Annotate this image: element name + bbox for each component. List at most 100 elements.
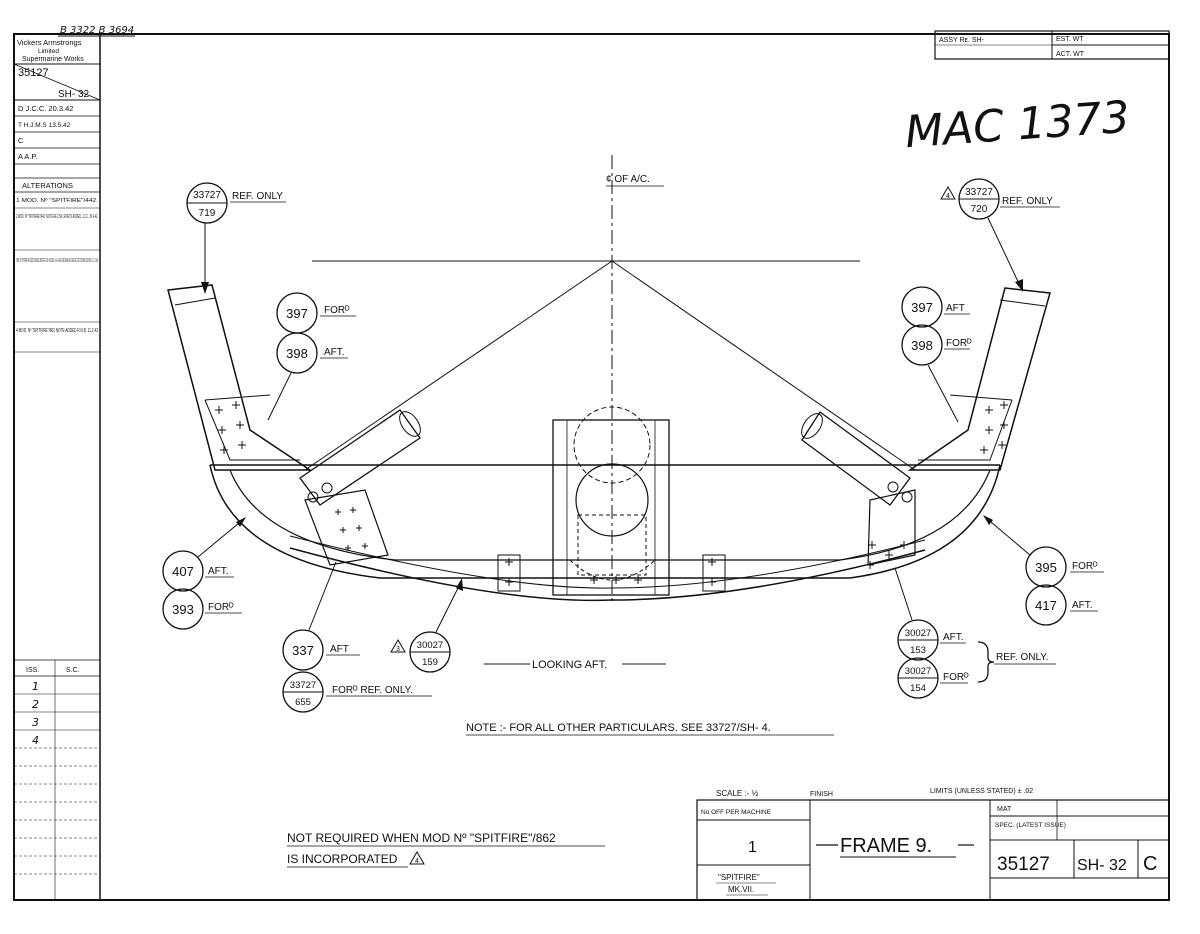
callout-note: REF. ONLY <box>1002 196 1053 207</box>
issue-3: 3 <box>32 716 39 729</box>
callout-bottom: 655 <box>295 697 311 708</box>
callout-top: 30027 <box>905 666 931 677</box>
not-required-line-2: IS INCORPORATED <box>287 852 398 866</box>
record-approved: A A.P. <box>18 152 37 161</box>
title-sheet: SH- 32 <box>1077 857 1127 874</box>
general-note: NOTE :- FOR ALL OTHER PARTICULARS. SEE 3… <box>466 722 771 734</box>
finish-label: FINISH <box>810 791 833 798</box>
callout-num: 397 <box>286 306 308 321</box>
weight-box: ASSY Rᴇ. SH- EST. WT ACT. WT <box>934 30 1170 60</box>
callout-note: REF. ONLY <box>232 191 283 202</box>
callout-note: AFT. <box>208 566 229 577</box>
callout-note: AFT <box>330 644 349 655</box>
callout-bottom: 154 <box>910 683 926 694</box>
callout-num: 398 <box>911 338 933 353</box>
callout-part-397-left: 397 FORᴰ <box>276 292 356 334</box>
callout-ref-30027-153: 30027 153 AFT. <box>894 567 966 661</box>
callout-num: 337 <box>292 643 314 658</box>
title-issue-letter: C <box>1143 853 1157 875</box>
callout-note: FORᴰ <box>1072 561 1098 572</box>
aircraft-line-2: MK.VII. <box>728 885 754 894</box>
est-wt-label: EST. WT <box>1056 36 1084 43</box>
not-required-revision: 4 <box>415 858 419 865</box>
no-off-label: No OFF PER MACHINE <box>701 809 772 816</box>
callout-num: 398 <box>286 346 308 361</box>
drawing-title: FRAME 9. <box>840 835 932 857</box>
callout-part-337: 337 AFT <box>282 561 360 671</box>
centerline: ¢ OF A/C. <box>304 155 916 605</box>
callout-num: 397 <box>911 300 933 315</box>
no-off-value: 1 <box>748 839 757 856</box>
callout-part-417: 417 AFT. <box>1025 584 1098 626</box>
callout-note: FORᴰ <box>324 305 350 316</box>
panel-drawing-no: 35127 <box>18 67 49 79</box>
callout-part-393: 393 FORᴰ <box>162 588 242 630</box>
centerline-label: ¢ OF A/C. <box>606 174 650 185</box>
alteration-1: 1 MOD. Nº "SPITFIRE"/442. <box>16 198 98 204</box>
act-wt-label: ACT. WT <box>1056 51 1085 58</box>
title-drawing-no: 35127 <box>997 854 1050 875</box>
view-label: LOOKING AFT. <box>532 659 607 671</box>
view-label-group: LOOKING AFT. <box>484 659 666 671</box>
callout-bottom: 719 <box>199 208 216 219</box>
company-line-1: Vickers Armstrongs <box>17 38 82 47</box>
callout-part-407: 407 AFT. <box>162 517 246 592</box>
not-required-note: NOT REQUIRED WHEN MOD Nº "SPITFIRE"/862 … <box>287 831 605 868</box>
mat-label: MAT <box>997 806 1012 813</box>
company-line-3: Supermarine Works <box>22 56 84 63</box>
issue-1: 1 <box>32 680 39 693</box>
issue-4: 4 <box>32 734 39 747</box>
callout-note: FORᴰ <box>943 672 969 683</box>
callout-bottom: 159 <box>422 657 438 668</box>
ref-only-brace: REF. ONLY. <box>977 641 1056 683</box>
callout-revision: 3 <box>396 646 400 653</box>
alteration-2: 2 MOD. Nº "SPITFIRE"/442. NOTE RE CSK. R… <box>16 214 98 220</box>
scale-label: SCALE :- ½ <box>716 789 759 798</box>
callout-top: 33727 <box>965 187 993 198</box>
not-required-line-1: NOT REQUIRED WHEN MOD Nº "SPITFIRE"/862 <box>287 831 556 845</box>
alterations-title: ALTERATIONS <box>22 181 73 190</box>
callout-ref-30027-154: 30027 154 FORᴰ <box>897 657 969 699</box>
assy-ref-label: ASSY Rᴇ. SH- <box>939 37 985 44</box>
callout-num: 393 <box>172 602 194 617</box>
callout-ref-33727-720: 4 33727 720 REF. ONLY <box>940 178 1060 292</box>
callout-note: AFT. <box>324 347 345 358</box>
panel-sheet: SH- 32 <box>58 89 90 100</box>
left-panel: Vickers Armstrongs Limited Supermarine W… <box>13 38 101 900</box>
drawing-border <box>13 33 1170 901</box>
callouts: 33727 719 REF. ONLY 4 33727 720 REF. ONL… <box>162 178 1104 713</box>
callout-part-395: 395 FORᴰ <box>983 515 1104 588</box>
callout-part-398-right: 398 FORᴰ <box>901 324 972 423</box>
mac-number: MAC 1373 <box>904 92 1132 159</box>
callout-top: 30027 <box>905 628 931 639</box>
sc-col-header: S.C. <box>66 667 80 674</box>
issue-2: 2 <box>32 698 39 711</box>
callout-num: 395 <box>1035 560 1057 575</box>
alteration-3: 3 MOD. Nº "SPITFIRE"/442 30027/153 ADDED… <box>16 258 98 264</box>
title-block: SCALE :- ½ FINISH LIMITS (UNLESS STATED)… <box>696 788 1170 901</box>
callout-note: FORᴰ <box>946 338 972 349</box>
callout-ref-30027-159: 3 30027 159 <box>390 578 463 673</box>
callout-part-397-right: 397 AFT <box>901 286 970 328</box>
callout-note: AFT <box>946 303 965 314</box>
spec-label: SPEC. (LATEST ISSUE) <box>995 822 1066 829</box>
company-line-2: Limited <box>38 48 59 55</box>
callout-part-398-left: 398 AFT. <box>267 332 348 421</box>
callout-ref-33727-655: 33727 655 FORᴰ REF. ONLY. <box>282 671 432 713</box>
brace-note: REF. ONLY. <box>996 652 1048 663</box>
issue-col-header: ISS. <box>26 667 39 674</box>
top-reference: B 3322 B 3694 <box>60 25 134 36</box>
callout-note: AFT. <box>1072 600 1093 611</box>
record-checked: C <box>18 136 24 145</box>
callout-note: FORᴰ REF. ONLY. <box>332 685 413 696</box>
callout-ref-33727-719: 33727 719 REF. ONLY <box>186 182 286 294</box>
callout-revision: 4 <box>946 193 950 200</box>
callout-top: 33727 <box>290 680 316 691</box>
callout-note: FORᴰ <box>208 602 234 613</box>
callout-num: 407 <box>172 564 194 579</box>
callout-num: 417 <box>1035 598 1057 613</box>
record-traced: T H.J.M.S 13.5.42 <box>18 122 71 129</box>
callout-bottom: 720 <box>971 204 988 215</box>
callout-top: 33727 <box>193 190 221 201</box>
